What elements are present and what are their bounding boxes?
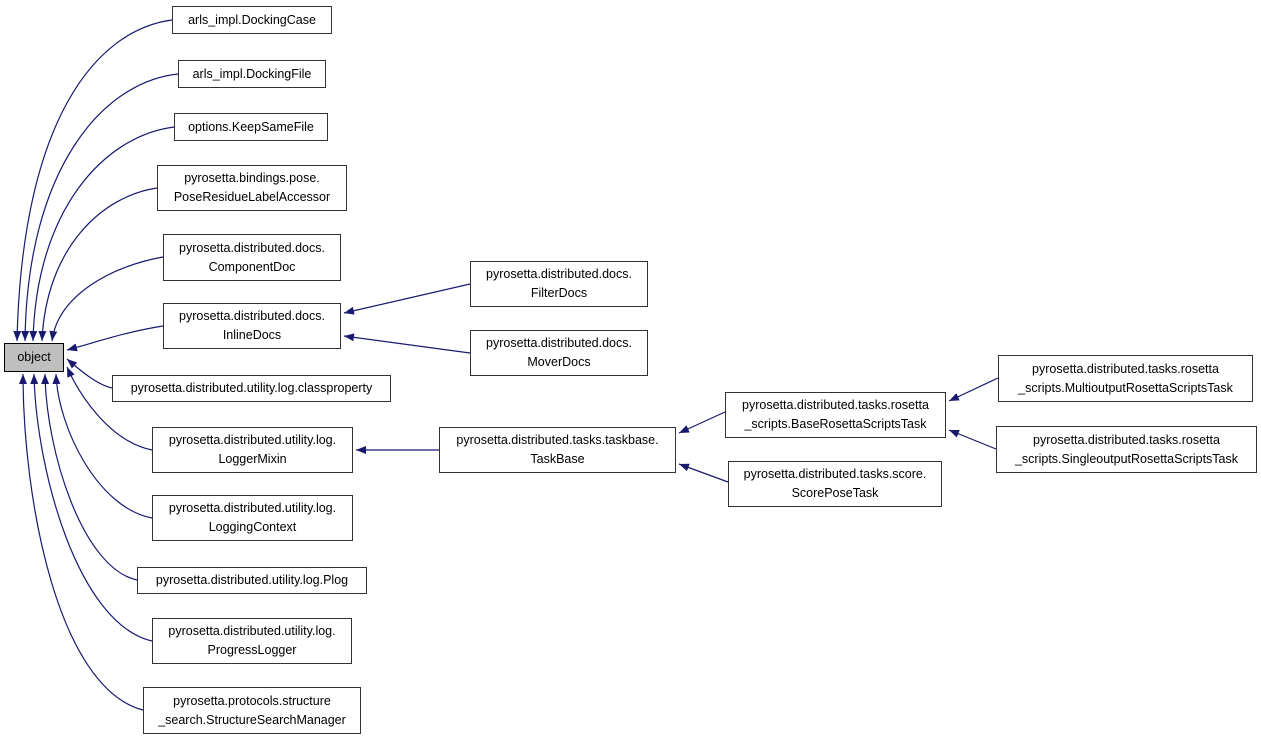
node-multioutput-rosetta-scripts-task[interactable]: pyrosetta.distributed.tasks.rosetta _scri… xyxy=(998,355,1253,402)
node-label-line: ComponentDoc xyxy=(208,259,296,274)
node-label-line: pyrosetta.distributed.utility.log. xyxy=(168,624,336,638)
node-label-line: PoseResidueLabelAccessor xyxy=(173,190,331,204)
node-label-line: pyrosetta.distributed.tasks.rosetta xyxy=(1033,432,1220,447)
node-score-pose-task[interactable]: pyrosetta.distributed.tasks.score. ScoreP… xyxy=(728,461,942,507)
node-label-line: pyrosetta.distributed.tasks.rosetta xyxy=(1032,361,1219,376)
edge-singleoutput_rosetta_scripts_task-to-base_rosetta_scripts_task xyxy=(948,429,997,450)
edge-pose_residue_label_accessor-to-object xyxy=(38,187,158,342)
node-label-line: object xyxy=(17,350,51,364)
edge-logging_context-to-object xyxy=(52,373,153,519)
node-label-line: _search.StructureSearchManager xyxy=(158,712,346,727)
node-label-line: pyrosetta.distributed.docs. xyxy=(179,240,325,255)
node-object: object xyxy=(4,343,64,372)
edge-filter_docs-to-inline_docs xyxy=(343,283,471,315)
node-label-line: arls_impl.DockingCase xyxy=(188,12,316,27)
node-singleoutput-rosetta-scripts-task[interactable]: pyrosetta.distributed.tasks.rosetta _scri… xyxy=(996,426,1257,473)
node-structure-search-manager[interactable]: pyrosetta.protocols.structure _search.Str… xyxy=(143,687,361,734)
node-label-line: TaskBase xyxy=(530,452,585,466)
node-label-line: pyrosetta.distributed.utility.log.classp… xyxy=(130,381,373,395)
node-label-line: pyrosetta.bindings.pose. xyxy=(184,171,320,185)
node-filter-docs[interactable]: pyrosetta.distributed.docs. FilterDocs xyxy=(470,261,648,307)
edge-base_rosetta_scripts_task-to-task_base xyxy=(678,411,726,434)
edge-keep_same_file-to-object xyxy=(29,126,175,342)
edge-multioutput_rosetta_scripts_task-to-base_rosetta_scripts_task xyxy=(948,377,999,402)
node-plog[interactable]: pyrosetta.distributed.utility.log.Plog xyxy=(137,567,367,594)
node-label-line: ScorePoseTask xyxy=(791,486,879,500)
node-label-line: pyrosetta.protocols.structure xyxy=(173,693,331,708)
node-logger-mixin[interactable]: pyrosetta.distributed.utility.log. Logger… xyxy=(152,427,353,473)
node-progress-logger[interactable]: pyrosetta.distributed.utility.log. Progre… xyxy=(152,618,352,664)
node-logging-context[interactable]: pyrosetta.distributed.utility.log. Loggin… xyxy=(152,495,353,541)
node-label-line: pyrosetta.distributed.tasks.score. xyxy=(743,467,927,481)
node-label-line: pyrosetta.distributed.tasks.taskbase. xyxy=(456,433,659,447)
node-label-line: LoggingContext xyxy=(208,520,297,534)
edge-inline_docs-to-object xyxy=(66,325,164,352)
node-docking-file[interactable]: arls_impl.DockingFile xyxy=(178,60,326,88)
node-label-line: arls_impl.DockingFile xyxy=(192,66,312,81)
node-mover-docs[interactable]: pyrosetta.distributed.docs. MoverDocs xyxy=(470,330,648,376)
node-task-base[interactable]: pyrosetta.distributed.tasks.taskbase. Tas… xyxy=(439,427,676,473)
node-label-line: _scripts.BaseRosettaScriptsTask xyxy=(744,417,927,431)
edge-component_doc-to-object xyxy=(49,256,164,342)
edge-logger_mixin-to-object xyxy=(66,366,153,451)
node-label-line: pyrosetta.distributed.tasks.rosetta xyxy=(742,398,929,412)
node-label-line: _scripts.MultioutputRosettaScriptsTask xyxy=(1018,380,1233,395)
node-base-rosetta-scripts-task[interactable]: pyrosetta.distributed.tasks.rosetta _scri… xyxy=(725,392,946,438)
node-label-line: pyrosetta.distributed.utility.log. xyxy=(168,433,337,447)
node-label-line: pyrosetta.distributed.utility.log.Plog xyxy=(155,573,349,587)
edge-classproperty-to-object xyxy=(66,358,113,389)
node-label-line: pyrosetta.distributed.docs. xyxy=(486,267,632,281)
edge-plog-to-object xyxy=(41,373,138,581)
node-classproperty[interactable]: pyrosetta.distributed.utility.log.classp… xyxy=(112,375,391,402)
node-label-line: ProgressLogger xyxy=(207,643,297,657)
edge-mover_docs-to-inline_docs xyxy=(343,333,471,354)
edge-structure_search_manager-to-object xyxy=(19,373,144,711)
node-keep-same-file[interactable]: options.KeepSameFile xyxy=(174,113,328,141)
node-label-line: pyrosetta.distributed.utility.log. xyxy=(168,501,337,515)
node-label-line: InlineDocs xyxy=(222,328,282,342)
node-label-line: _scripts.SingleoutputRosettaScriptsTask xyxy=(1014,451,1239,466)
edge-progress_logger-to-object xyxy=(30,373,153,642)
edge-docking_file-to-object xyxy=(21,73,179,342)
node-label-line: LoggerMixin xyxy=(218,452,287,466)
node-inline-docs[interactable]: pyrosetta.distributed.docs. InlineDocs xyxy=(163,303,341,349)
node-label-line: options.KeepSameFile xyxy=(188,119,314,134)
node-label-line: MoverDocs xyxy=(527,355,591,369)
node-label-line: pyrosetta.distributed.docs. xyxy=(179,309,325,323)
node-docking-case[interactable]: arls_impl.DockingCase xyxy=(172,6,332,34)
edge-score_pose_task-to-task_base xyxy=(678,463,729,483)
edge-docking_case-to-object xyxy=(13,19,173,342)
node-label-line: FilterDocs xyxy=(530,286,588,300)
node-component-doc[interactable]: pyrosetta.distributed.docs. ComponentDoc xyxy=(163,234,341,281)
node-pose-residue-label-accessor[interactable]: pyrosetta.bindings.pose. PoseResidueLabel… xyxy=(157,165,347,211)
node-label-line: pyrosetta.distributed.docs. xyxy=(486,336,632,350)
